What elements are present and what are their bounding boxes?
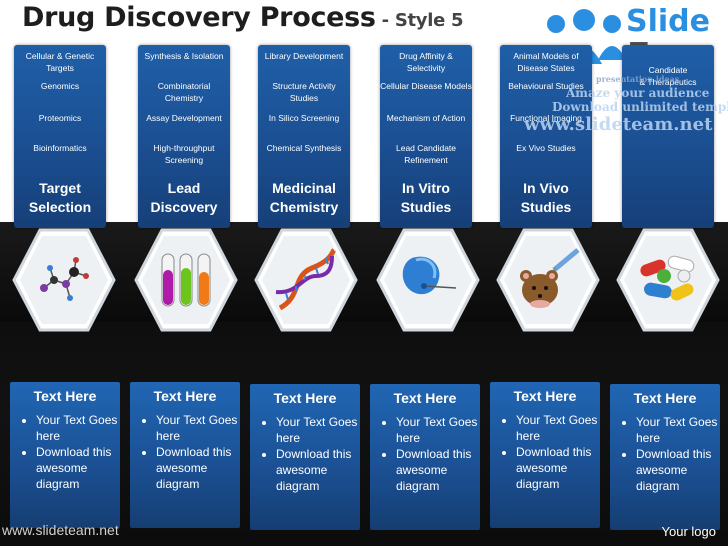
card-title: Text Here bbox=[33, 388, 97, 404]
column-heading: Medicinal Chemistry bbox=[269, 180, 339, 215]
cell-injection-icon bbox=[402, 256, 457, 295]
dna-helix-icon bbox=[275, 248, 337, 311]
watermark-line: Amaze your audience bbox=[566, 86, 710, 100]
hexagon-therapeutics bbox=[616, 228, 720, 332]
column-item: Genomics bbox=[40, 81, 80, 91]
column-item: Structure Activity Studies bbox=[272, 81, 336, 103]
column-item: Synthesis & Isolation bbox=[144, 51, 224, 61]
pills-icon bbox=[640, 255, 695, 301]
title-sub: - Style 5 bbox=[375, 10, 464, 31]
page-title: Drug Discovery Process - Style 5 bbox=[22, 2, 464, 33]
hexagon-lead bbox=[134, 228, 238, 332]
card-bullet: Your Text Goes here bbox=[276, 414, 360, 446]
card-bullet: Your Text Goes here bbox=[156, 412, 240, 444]
column-in-vitro: Drug Affinity & Selectivity Cellular Dis… bbox=[380, 45, 472, 228]
column-item: Lead Candidate Refinement bbox=[395, 143, 457, 165]
molecule-icon bbox=[40, 257, 89, 301]
column-item: & Therapeutics bbox=[639, 77, 697, 87]
logo-slide-text: Slide bbox=[626, 4, 710, 39]
card-bullet: Your Text Goes here bbox=[396, 414, 480, 446]
column-item: Assay Development bbox=[146, 113, 222, 123]
column-item: Candidate bbox=[648, 65, 688, 75]
column-item: Functional Imaging bbox=[510, 113, 582, 123]
bottom-card: Text Here Your Text Goes hereDownload th… bbox=[10, 382, 120, 528]
card-bullet: Download this awesome diagram bbox=[36, 444, 120, 492]
card-title: Text Here bbox=[153, 388, 217, 404]
bottom-card: Text Here Your Text Goes hereDownload th… bbox=[250, 384, 360, 530]
card-bullet: Download this awesome diagram bbox=[516, 444, 600, 492]
bottom-card: Text Here Your Text Goes hereDownload th… bbox=[610, 384, 720, 530]
column-item: Combinatorial Chemistry bbox=[157, 81, 211, 103]
bottom-card: Text Here Your Text Goes hereDownload th… bbox=[130, 382, 240, 528]
card-title: Text Here bbox=[393, 390, 457, 406]
footer-url[interactable]: www.slideteam.net bbox=[2, 522, 119, 538]
card-bullet: Download this awesome diagram bbox=[396, 446, 480, 494]
column-item: In Silico Screening bbox=[268, 113, 340, 123]
column-item: Animal Models of Disease States bbox=[513, 51, 579, 73]
watermark-line: www.slideteam.net bbox=[524, 114, 713, 135]
column-target-selection: Cellular & Genetic Targets Genomics Prot… bbox=[14, 45, 106, 228]
card-bullet: Your Text Goes here bbox=[516, 412, 600, 444]
column-medicinal-chemistry: Library Development Structure Activity S… bbox=[258, 45, 350, 228]
column-heading: Lead Discovery bbox=[150, 180, 218, 215]
dark-band bbox=[0, 222, 728, 322]
column-item: Drug Affinity & Selectivity bbox=[399, 51, 453, 73]
bottom-card: Text Here Your Text Goes hereDownload th… bbox=[490, 382, 600, 528]
card-title: Text Here bbox=[633, 390, 697, 406]
column-item: Cellular Disease Models bbox=[380, 81, 472, 91]
card-bullet: Your Text Goes here bbox=[636, 414, 720, 446]
card-title: Text Here bbox=[513, 388, 577, 404]
bottom-band bbox=[0, 322, 728, 546]
column-item: Proteomics bbox=[38, 113, 82, 123]
column-item: Library Development bbox=[264, 51, 344, 61]
your-logo-placeholder: Your logo bbox=[661, 524, 716, 539]
column-heading: Target Selection bbox=[28, 180, 92, 215]
column-item: Ex Vivo Studies bbox=[516, 143, 576, 153]
column-item: Bioinformatics bbox=[33, 143, 87, 153]
column-item: High-throughput Screening bbox=[153, 143, 215, 165]
column-therapeutics: Candidate & Therapeutics bbox=[622, 45, 714, 228]
hexagon-medicinal bbox=[254, 228, 358, 332]
column-item: Chemical Synthesis bbox=[266, 143, 342, 153]
hexagon-in-vivo bbox=[496, 228, 600, 332]
column-heading: In Vivo Studies bbox=[520, 180, 572, 215]
hexagon-target bbox=[12, 228, 116, 332]
column-in-vivo: Animal Models of Disease States Behaviou… bbox=[500, 45, 592, 228]
card-bullet: Download this awesome diagram bbox=[636, 446, 720, 494]
mouse-syringe-icon bbox=[520, 248, 580, 308]
column-item: Behavioural Studies bbox=[508, 81, 584, 91]
column-item: Cellular & Genetic Targets bbox=[25, 51, 95, 73]
card-bullet: Your Text Goes here bbox=[36, 412, 120, 444]
card-bullet: Download this awesome diagram bbox=[156, 444, 240, 492]
test-tubes-icon bbox=[161, 253, 211, 307]
column-lead-discovery: Synthesis & Isolation Combinatorial Chem… bbox=[138, 45, 230, 228]
hexagon-in-vitro bbox=[376, 228, 480, 332]
card-bullet: Download this awesome diagram bbox=[276, 446, 360, 494]
column-item: Mechanism of Action bbox=[386, 113, 466, 123]
column-heading: In Vitro Studies bbox=[400, 180, 452, 215]
title-main: Drug Discovery Process bbox=[22, 2, 376, 33]
bottom-card: Text Here Your Text Goes hereDownload th… bbox=[370, 384, 480, 530]
watermark-line: presentation ideas bbox=[596, 74, 680, 84]
card-title: Text Here bbox=[273, 390, 337, 406]
watermark-line: Download unlimited templates bbox=[552, 100, 728, 114]
